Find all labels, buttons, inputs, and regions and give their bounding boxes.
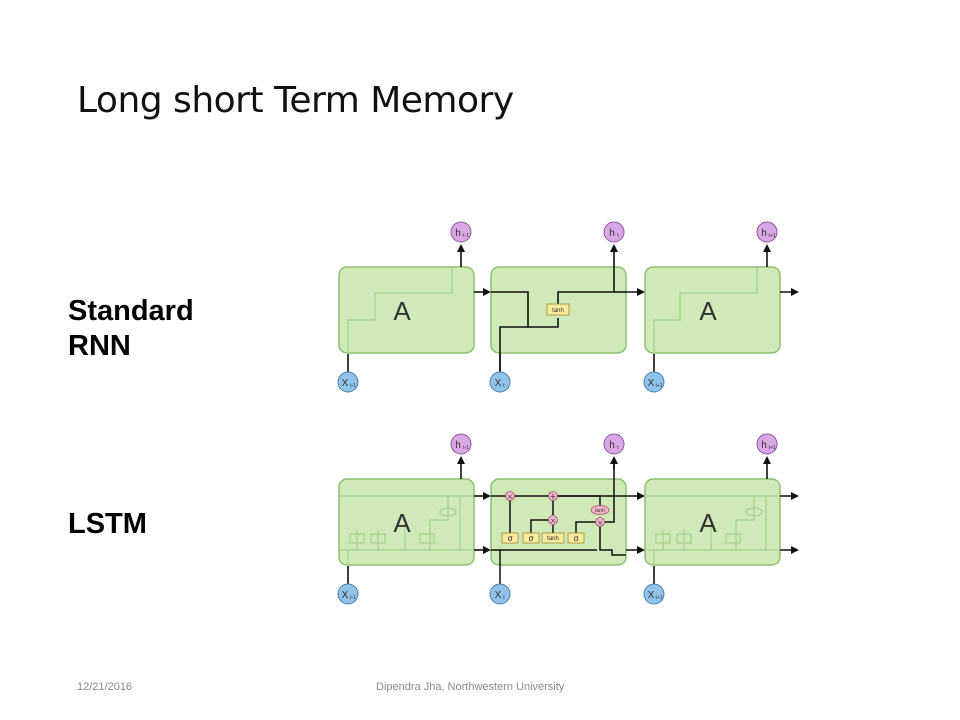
svg-text:h: h [761, 228, 767, 239]
lstm-input-multiply-op: × [548, 515, 558, 525]
lstm-input-gate: σ [522, 532, 540, 544]
lstm-h-next-node: h t+1 [756, 433, 778, 455]
svg-text:h: h [609, 228, 615, 239]
svg-text:h: h [455, 228, 461, 239]
svg-text:X: X [342, 590, 349, 601]
svg-text:t+1: t+1 [768, 445, 775, 451]
rnn-cell-prev-letter: A [393, 296, 411, 326]
lstm-x-prev-node: X t-1 [337, 583, 359, 605]
svg-text:h: h [609, 440, 615, 451]
rnn-h-next-node: h t+1 [756, 221, 778, 243]
slide-title: Long short Term Memory [77, 80, 514, 121]
svg-text:×: × [597, 519, 603, 527]
rnn-tanh-gate [546, 303, 570, 316]
svg-text:t: t [503, 595, 505, 601]
svg-text:X: X [342, 378, 349, 389]
rnn-row: A A tanh h t-1 h t h [337, 221, 799, 393]
svg-text:t: t [503, 383, 505, 389]
svg-text:t-1: t-1 [463, 233, 469, 239]
rnn-x-next-node: X t+1 [643, 371, 665, 393]
lstm-label: LSTM [68, 507, 147, 542]
rnn-x-cur-node: X t [489, 371, 511, 393]
svg-text:t-1: t-1 [350, 383, 356, 389]
svg-text:X: X [648, 590, 655, 601]
svg-text:h: h [761, 440, 767, 451]
rnn-label-line1: Standard [68, 295, 194, 327]
footer-date: 12/21/2016 [77, 681, 133, 693]
rnn-label: Standard RNN [68, 294, 194, 364]
svg-text:+: + [550, 492, 557, 501]
svg-text:t-1: t-1 [463, 445, 469, 451]
rnn-cell-next [644, 266, 781, 354]
lstm-output-multiply-op: × [595, 517, 605, 527]
lstm-h-prev-node: h t-1 [450, 433, 472, 455]
svg-text:X: X [648, 378, 655, 389]
lstm-candidate-gate: tanh [541, 532, 565, 544]
lstm-cell-next-letter: A [699, 508, 717, 538]
svg-text:t: t [617, 233, 619, 239]
svg-text:t+1: t+1 [655, 383, 662, 389]
svg-text:t-1: t-1 [350, 595, 356, 601]
rnn-cell-next-letter: A [699, 296, 717, 326]
lstm-label-line1: LSTM [68, 508, 147, 540]
lstm-add-op: + [548, 491, 558, 501]
svg-text:h: h [455, 440, 461, 451]
lstm-row: A A σ [337, 433, 799, 605]
lstm-cell-prev-letter: A [393, 508, 411, 538]
svg-text:X: X [495, 378, 502, 389]
lstm-output-tanh-op: tanh [590, 505, 610, 515]
svg-text:tanh: tanh [595, 508, 605, 514]
svg-text:σ: σ [573, 534, 578, 543]
svg-text:t: t [617, 445, 619, 451]
svg-text:×: × [550, 517, 556, 525]
svg-text:σ: σ [507, 534, 512, 543]
svg-text:×: × [507, 493, 513, 501]
lstm-forget-gate: σ [501, 532, 519, 544]
rnn-label-line2: RNN [68, 330, 131, 362]
lstm-output-gate: σ [567, 532, 585, 544]
lstm-x-next-node: X t+1 [643, 583, 665, 605]
rnn-x-prev-node: X t-1 [337, 371, 359, 393]
lstm-x-cur-node: X t [489, 583, 511, 605]
svg-text:t+1: t+1 [655, 595, 662, 601]
rnn-tanh-label: tanh [552, 308, 564, 314]
svg-text:tanh: tanh [547, 536, 559, 542]
footer-author: Dipendra Jha, Northwestern University [376, 681, 565, 693]
rnn-h-prev-node: h t-1 [450, 221, 472, 243]
svg-text:X: X [495, 590, 502, 601]
lstm-h-cur-node: h t [603, 433, 625, 455]
lstm-forget-multiply-op: × [505, 491, 515, 501]
svg-text:t+1: t+1 [768, 233, 775, 239]
rnn-cell-prev [338, 266, 475, 354]
lstm-cell-cur [490, 478, 627, 566]
svg-text:σ: σ [528, 534, 533, 543]
rnn-h-cur-node: h t [603, 221, 625, 243]
